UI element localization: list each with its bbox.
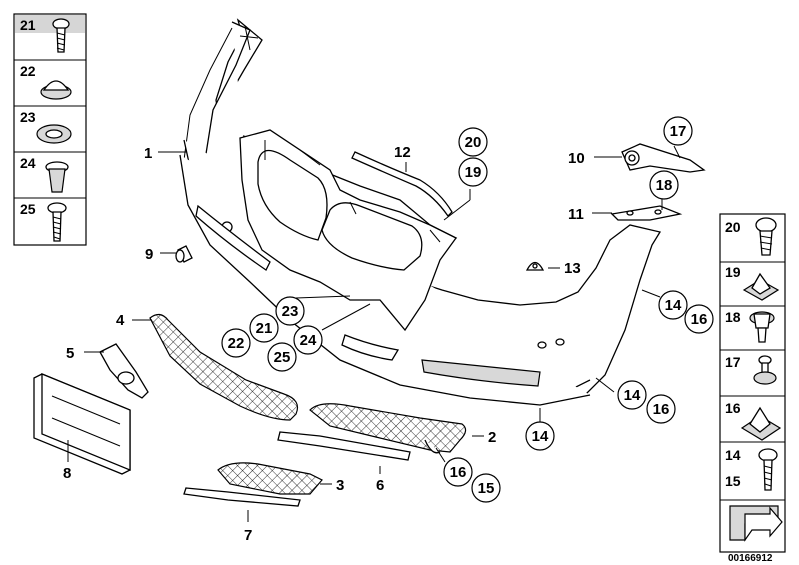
bracket-10 — [621, 143, 706, 173]
washer-23-icon — [36, 124, 72, 144]
callout-19-top-text: 19 — [465, 164, 482, 181]
callout-18-text: 18 — [656, 177, 673, 194]
rivet-17-icon — [753, 355, 777, 385]
callout-14-bottom-text: 14 — [532, 428, 549, 445]
right-legend: 20 19 18 17 16 14 15 — [719, 213, 786, 553]
legend-label-18: 18 — [725, 309, 741, 325]
callout-21: 21 — [249, 313, 279, 343]
label-3: 3 — [336, 477, 344, 494]
plug-22-icon — [40, 80, 72, 100]
screw-20-icon — [755, 217, 777, 256]
callout-16-right-a-text: 16 — [691, 311, 708, 328]
legend-label-21: 21 — [20, 17, 36, 33]
label-13: 13 — [564, 260, 581, 277]
fog-cover-5 — [99, 343, 149, 399]
callout-14-right-a-text: 14 — [665, 297, 682, 314]
callout-15-bottom-text: 15 — [478, 480, 495, 497]
callout-24-text: 24 — [300, 332, 317, 349]
legend-label-22: 22 — [20, 63, 36, 79]
legend-highlight — [15, 15, 85, 33]
label-2: 2 — [488, 429, 496, 446]
next-arrow-icon — [729, 505, 783, 542]
legend-label-19: 19 — [725, 264, 741, 280]
label-9: 9 — [145, 246, 153, 263]
clip-9 — [175, 245, 193, 263]
right-legend-frame — [719, 213, 786, 553]
legend-label-20: 20 — [725, 219, 741, 235]
callout-18: 18 — [649, 170, 679, 200]
legend-label-25: 25 — [20, 201, 36, 217]
legend-label-24: 24 — [20, 155, 36, 171]
side-grille-3 — [217, 462, 323, 495]
clipnut-16-icon — [740, 406, 782, 441]
callout-17: 17 — [663, 116, 693, 146]
callout-15-bottom: 15 — [471, 473, 501, 503]
callout-14-right-b: 14 — [617, 380, 647, 410]
legend-label-16: 16 — [725, 400, 741, 416]
callout-22: 22 — [221, 328, 251, 358]
grille-frame — [239, 129, 457, 332]
legend-label-14: 14 — [725, 447, 741, 463]
callout-25-text: 25 — [274, 349, 291, 366]
callout-23-text: 23 — [282, 303, 299, 320]
label-12: 12 — [394, 144, 411, 161]
screw-14-15-icon — [758, 448, 778, 491]
callout-16-bottom: 16 — [443, 457, 473, 487]
label-6: 6 — [376, 477, 384, 494]
callout-22-text: 22 — [228, 335, 245, 352]
callout-14-right-b-text: 14 — [624, 387, 641, 404]
strip-12 — [351, 151, 453, 218]
screw-21-icon — [52, 18, 70, 53]
label-5: 5 — [66, 345, 74, 362]
legend-label-17: 17 — [725, 354, 741, 370]
left-legend: 21 22 23 24 25 — [13, 13, 87, 246]
trim-strip-7 — [183, 487, 301, 507]
cap-13 — [525, 261, 545, 271]
trim-strip-6 — [277, 431, 411, 461]
callout-16-right-b-text: 16 — [653, 401, 670, 418]
leader-lines — [67, 145, 681, 522]
license-plate-8 — [33, 373, 131, 475]
label-8: 8 — [63, 465, 71, 482]
legend-label-23: 23 — [20, 109, 36, 125]
label-4: 4 — [116, 312, 125, 329]
callout-17-text: 17 — [670, 123, 687, 140]
legend-label-15: 15 — [725, 473, 741, 489]
document-number: 00166912 — [728, 553, 773, 564]
screw-25-icon — [47, 202, 67, 242]
callout-20-top: 20 — [458, 127, 488, 157]
callout-25: 25 — [267, 342, 297, 372]
callout-24: 24 — [293, 325, 323, 355]
lower-grille-4 — [149, 313, 299, 421]
label-7: 7 — [244, 527, 252, 544]
callout-20-top-text: 20 — [465, 134, 482, 151]
label-10: 10 — [568, 150, 585, 167]
callout-19-top: 19 — [458, 157, 488, 187]
callout-23: 23 — [275, 296, 305, 326]
label-1: 1 — [144, 145, 152, 162]
clip-19-icon — [742, 272, 780, 301]
nut-18-icon — [749, 311, 775, 343]
label-11: 11 — [568, 206, 584, 223]
callout-21-text: 21 — [256, 320, 273, 337]
nut-24-icon — [45, 161, 69, 193]
bracket-11 — [610, 205, 683, 221]
side-grille-2 — [309, 403, 467, 453]
callout-16-bottom-text: 16 — [450, 464, 467, 481]
callout-16-right-b: 16 — [646, 394, 676, 424]
callout-14-bottom: 14 — [525, 421, 555, 451]
callout-16-right-a: 16 — [684, 304, 714, 334]
callout-14-right-a: 14 — [658, 290, 688, 320]
